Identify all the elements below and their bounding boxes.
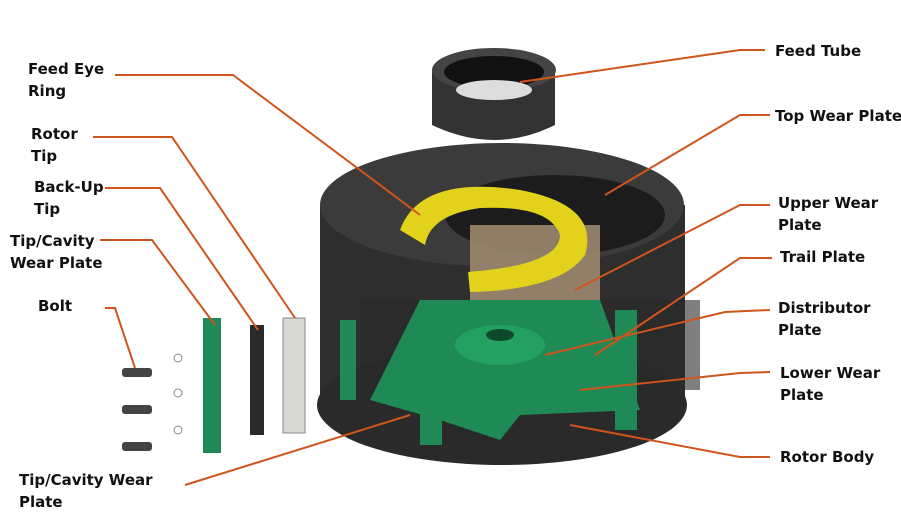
label-lower-wear-plate: Lower Wear Plate bbox=[780, 364, 881, 404]
label-tip-cavity-wear-plate: Tip/Cavity Wear Plate bbox=[10, 232, 103, 272]
leader-back-up-tip bbox=[105, 187, 259, 331]
leader-lower-wear-plate bbox=[579, 371, 771, 391]
label-rotor-tip: Rotor Tip bbox=[31, 125, 78, 165]
leader-feed-eye-ring bbox=[115, 74, 421, 216]
label-upper-wear-plate: Upper Wear Plate bbox=[778, 194, 879, 234]
rotor-tip-part bbox=[282, 317, 306, 434]
label-feed-eye-ring: Feed Eye Ring bbox=[28, 60, 105, 100]
label-distributor-plate: Distributor Plate bbox=[778, 299, 871, 339]
label-rotor-body: Rotor Body bbox=[780, 448, 875, 466]
leader-rotor-body bbox=[569, 424, 770, 458]
feed-eye-ring-part bbox=[400, 186, 588, 292]
tip-cavity-wear-plate-part bbox=[203, 318, 221, 453]
bolts-part bbox=[122, 353, 183, 451]
label-trail-plate: Trail Plate bbox=[780, 248, 866, 266]
leader-feed-tube bbox=[519, 49, 765, 83]
leader-rotor-tip bbox=[93, 136, 296, 319]
leader-tip-cavity-wear-plate bbox=[100, 239, 216, 326]
leader-distributor-plate bbox=[544, 309, 771, 356]
back-up-tip-part bbox=[250, 325, 264, 435]
leader-upper-wear-plate bbox=[574, 204, 770, 291]
label-back-up-tip: Back-Up Tip bbox=[34, 178, 104, 218]
leader-trail-plate bbox=[594, 257, 772, 356]
feed-tube-part bbox=[432, 48, 556, 140]
leader-tip-cavity-wear-plate-bottom bbox=[184, 414, 411, 486]
label-feed-tube: Feed Tube bbox=[775, 42, 862, 60]
label-tip-cavity-wear-plate-bottom: Tip/Cavity Wear Plate bbox=[19, 471, 153, 511]
label-top-wear-plate: Top Wear Plate bbox=[775, 107, 901, 125]
tip-cavity-plate-part bbox=[420, 315, 442, 445]
label-bolt: Bolt bbox=[38, 297, 73, 315]
leader-top-wear-plate bbox=[604, 114, 770, 196]
leader-bolt bbox=[105, 307, 136, 369]
